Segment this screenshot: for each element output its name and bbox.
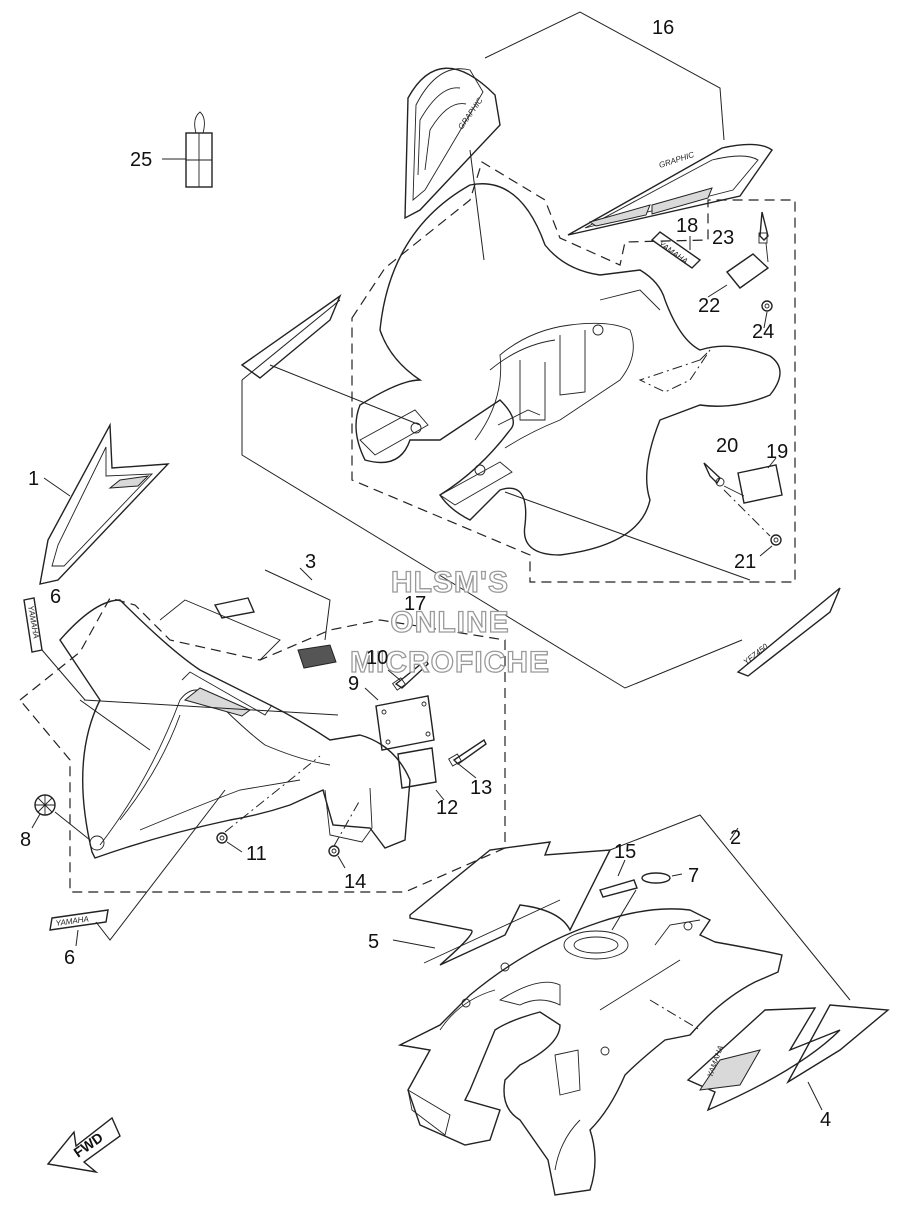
plate-outline-dashed [638, 349, 711, 393]
callout-20: 20 [716, 435, 738, 457]
callout-1: 1 [28, 468, 39, 490]
decal-text-yamaha-18: YAMAHA [657, 239, 689, 265]
callout-2: 2 [730, 827, 741, 849]
fwd-arrow-icon: FWD [46, 1116, 121, 1174]
callout-6-upper: 6 [50, 586, 61, 608]
plate-part-22 [707, 253, 770, 298]
plate-part-19 [737, 457, 783, 504]
callout-23: 23 [712, 227, 734, 249]
washer-part-14 [328, 799, 361, 869]
label-part-3 [213, 567, 337, 669]
emblem-part-8 [31, 794, 91, 841]
front-fender-part [59, 599, 411, 859]
rear-graphic-set-part-16: GRAPHIC GRAPHIC [404, 11, 773, 261]
plate-part-12 [397, 747, 445, 801]
watermark: HLSM'S ONLINE MICROFICHE [349, 565, 550, 679]
callout-7: 7 [688, 865, 699, 887]
rivet-part-13 [448, 738, 487, 779]
callout-labels: 1 2 3 4 5 6 6 7 8 9 10 11 12 13 14 15 16… [20, 17, 831, 1131]
washer-part-21 [723, 489, 782, 557]
callout-15: 15 [614, 841, 636, 863]
watermark-line-2: ONLINE [390, 606, 509, 639]
washer-part-11 [216, 755, 321, 853]
decal-text-yamaha-6-upper: YAMAHA [26, 605, 41, 639]
fwd-label: FWD [71, 1129, 106, 1160]
yfz450-decal: YFZ450 [736, 587, 841, 677]
plate-part-9 [364, 687, 435, 751]
watermark-line-3: MICROFICHE [350, 646, 550, 679]
callout-4: 4 [820, 1109, 831, 1131]
leader-17 [241, 380, 743, 689]
tank-cover-part-2 [397, 814, 851, 1196]
callout-13: 13 [470, 777, 492, 799]
watermark-line-1: HLSM'S [391, 566, 509, 599]
callout-21: 21 [734, 551, 756, 573]
decal-part-15 [599, 859, 638, 898]
callout-8: 8 [20, 829, 31, 851]
callout-10: 10 [366, 647, 388, 669]
callout-14: 14 [344, 871, 366, 893]
front-assembly-dashed-outline [19, 597, 506, 893]
yamaha-decal-part-6-lower: YAMAHA [49, 789, 226, 947]
side-stripe-decal [240, 294, 342, 379]
side-decal-part-5 [392, 841, 612, 966]
oval-emblem-part-7 [641, 872, 683, 884]
yamaha-decal-part-18: YAMAHA [650, 231, 702, 269]
callout-9: 9 [348, 673, 359, 695]
callout-11: 11 [246, 843, 267, 865]
callout-12: 12 [436, 797, 458, 819]
callout-25: 25 [130, 149, 152, 171]
washer-part-24 [761, 300, 773, 329]
callout-17: 17 [404, 593, 426, 615]
leader-17b [241, 299, 341, 381]
callout-5: 5 [368, 931, 379, 953]
yamaha-decal-part-6-upper: YAMAHA [23, 597, 86, 701]
callout-22: 22 [698, 295, 720, 317]
rivet-part-20 [703, 462, 745, 497]
side-graphic-part-4: YAMAHA [686, 1004, 890, 1112]
callout-24: 24 [752, 321, 774, 343]
callout-6-lower: 6 [64, 947, 75, 969]
rear-assembly-dashed-outline [351, 161, 796, 583]
svg-text:GRAPHIC: GRAPHIC [456, 96, 484, 131]
front-graphic-part-1 [39, 422, 170, 585]
rivet-part-10 [387, 658, 429, 691]
callout-16: 16 [652, 17, 674, 39]
callout-19: 19 [766, 441, 788, 463]
hang-tag-part-25 [162, 111, 213, 188]
callout-3: 3 [305, 551, 316, 573]
callout-18: 18 [676, 215, 698, 237]
rivet-part-23 [758, 211, 769, 263]
